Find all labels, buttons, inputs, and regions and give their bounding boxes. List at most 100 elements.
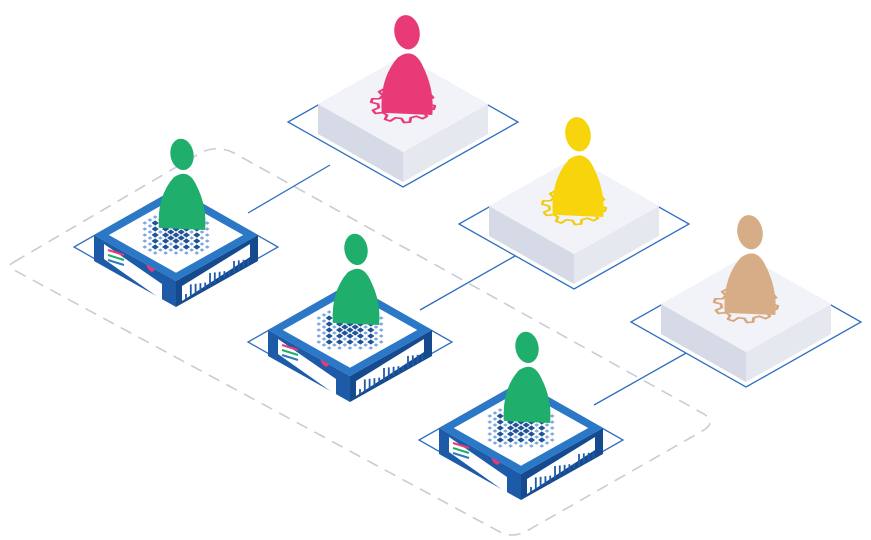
pattern-cell xyxy=(199,230,205,234)
pattern-cell xyxy=(522,422,530,428)
pattern-cell xyxy=(356,333,365,339)
pattern-cell xyxy=(321,325,327,329)
person-body xyxy=(332,268,380,325)
pattern-cell xyxy=(189,230,194,234)
pattern-cell xyxy=(161,226,170,232)
person-head xyxy=(394,15,420,50)
pattern-cell xyxy=(161,238,170,244)
pattern-cell xyxy=(199,248,205,252)
pattern-cell xyxy=(151,220,159,226)
server-node-left xyxy=(72,138,280,307)
pattern-cell xyxy=(517,431,525,437)
link-right-to-tan xyxy=(593,351,689,406)
pattern-cell xyxy=(549,438,555,442)
pattern-cell xyxy=(518,444,524,448)
pattern-cell xyxy=(173,251,179,255)
pattern-cell xyxy=(496,437,504,443)
pattern-cell xyxy=(373,337,379,341)
pattern-cell xyxy=(378,328,384,332)
pattern-cell xyxy=(492,435,498,439)
block-right-face xyxy=(574,206,659,284)
pattern-cell xyxy=(487,432,493,436)
pattern-cell xyxy=(182,244,191,250)
pattern-cell xyxy=(199,236,205,240)
pattern-cell xyxy=(529,444,534,448)
pattern-cell xyxy=(325,315,333,321)
pattern-cell xyxy=(147,248,153,252)
pattern-cell xyxy=(152,215,158,219)
pattern-cell xyxy=(487,438,493,442)
block-right-face xyxy=(746,304,831,382)
pattern-cell xyxy=(503,423,508,427)
pattern-cell xyxy=(358,346,363,350)
manager-yellow xyxy=(457,117,691,290)
pattern-cell xyxy=(151,244,159,250)
pattern-cell xyxy=(492,423,498,427)
person-body xyxy=(381,53,433,115)
pattern-cell xyxy=(142,227,148,231)
pattern-cell xyxy=(492,417,498,421)
block-right-face xyxy=(403,104,488,182)
pattern-cell xyxy=(352,337,358,341)
pattern-cell xyxy=(496,425,504,431)
status-light xyxy=(281,349,299,356)
pattern-cell xyxy=(321,313,327,317)
block-left-face xyxy=(489,206,574,284)
person-icon xyxy=(158,138,206,230)
person-head xyxy=(344,233,368,266)
pattern-cell xyxy=(321,319,327,323)
pattern-cell xyxy=(332,343,337,347)
pattern-cell xyxy=(544,441,550,445)
pattern-cell xyxy=(342,343,348,347)
pattern-cell xyxy=(513,435,519,439)
pattern-cell xyxy=(378,316,384,320)
status-light xyxy=(452,447,470,454)
manager-pink xyxy=(286,15,520,188)
pattern-cell xyxy=(168,248,174,252)
pattern-cell xyxy=(539,444,545,448)
pattern-cell xyxy=(534,423,539,427)
pattern-cell xyxy=(378,340,384,344)
pattern-cell xyxy=(527,425,536,431)
pattern-cell xyxy=(163,251,168,255)
pattern-cell xyxy=(332,337,337,341)
pattern-cell xyxy=(346,339,354,345)
pattern-cell xyxy=(496,419,504,425)
pattern-cell xyxy=(492,441,498,445)
pattern-cell xyxy=(172,226,180,232)
pattern-cell xyxy=(199,242,205,246)
pattern-cell xyxy=(492,411,498,415)
pattern-cell xyxy=(325,327,333,333)
pattern-cell xyxy=(332,325,337,329)
pattern-cell xyxy=(538,437,546,443)
pattern-cell xyxy=(178,242,184,246)
pattern-cell xyxy=(335,333,344,339)
pattern-cell xyxy=(549,414,555,418)
pattern-cell xyxy=(321,331,327,335)
link-left-to-pink xyxy=(247,164,331,214)
pattern-cell xyxy=(363,343,368,347)
person-icon xyxy=(503,331,551,423)
pattern-cell xyxy=(527,437,536,443)
pattern-cell xyxy=(167,235,175,241)
pattern-cell xyxy=(534,435,539,439)
pattern-cell xyxy=(487,426,493,430)
pattern-cell xyxy=(373,343,379,347)
person-body xyxy=(724,253,776,315)
pattern-cell xyxy=(326,310,332,314)
pattern-cell xyxy=(506,425,515,431)
pattern-cell xyxy=(492,429,498,433)
person-body xyxy=(552,155,604,217)
pattern-cell xyxy=(544,423,550,427)
pattern-cell xyxy=(325,333,333,339)
pattern-cell xyxy=(204,245,210,249)
pattern-cell xyxy=(523,441,529,445)
pattern-cell xyxy=(534,441,539,445)
status-light xyxy=(107,254,125,261)
platforms xyxy=(72,15,863,500)
manager-tan xyxy=(629,215,863,388)
pattern-cell xyxy=(346,333,354,339)
server-meter-panel xyxy=(527,437,595,494)
pattern-cell xyxy=(161,244,170,250)
pattern-cell xyxy=(184,251,189,255)
